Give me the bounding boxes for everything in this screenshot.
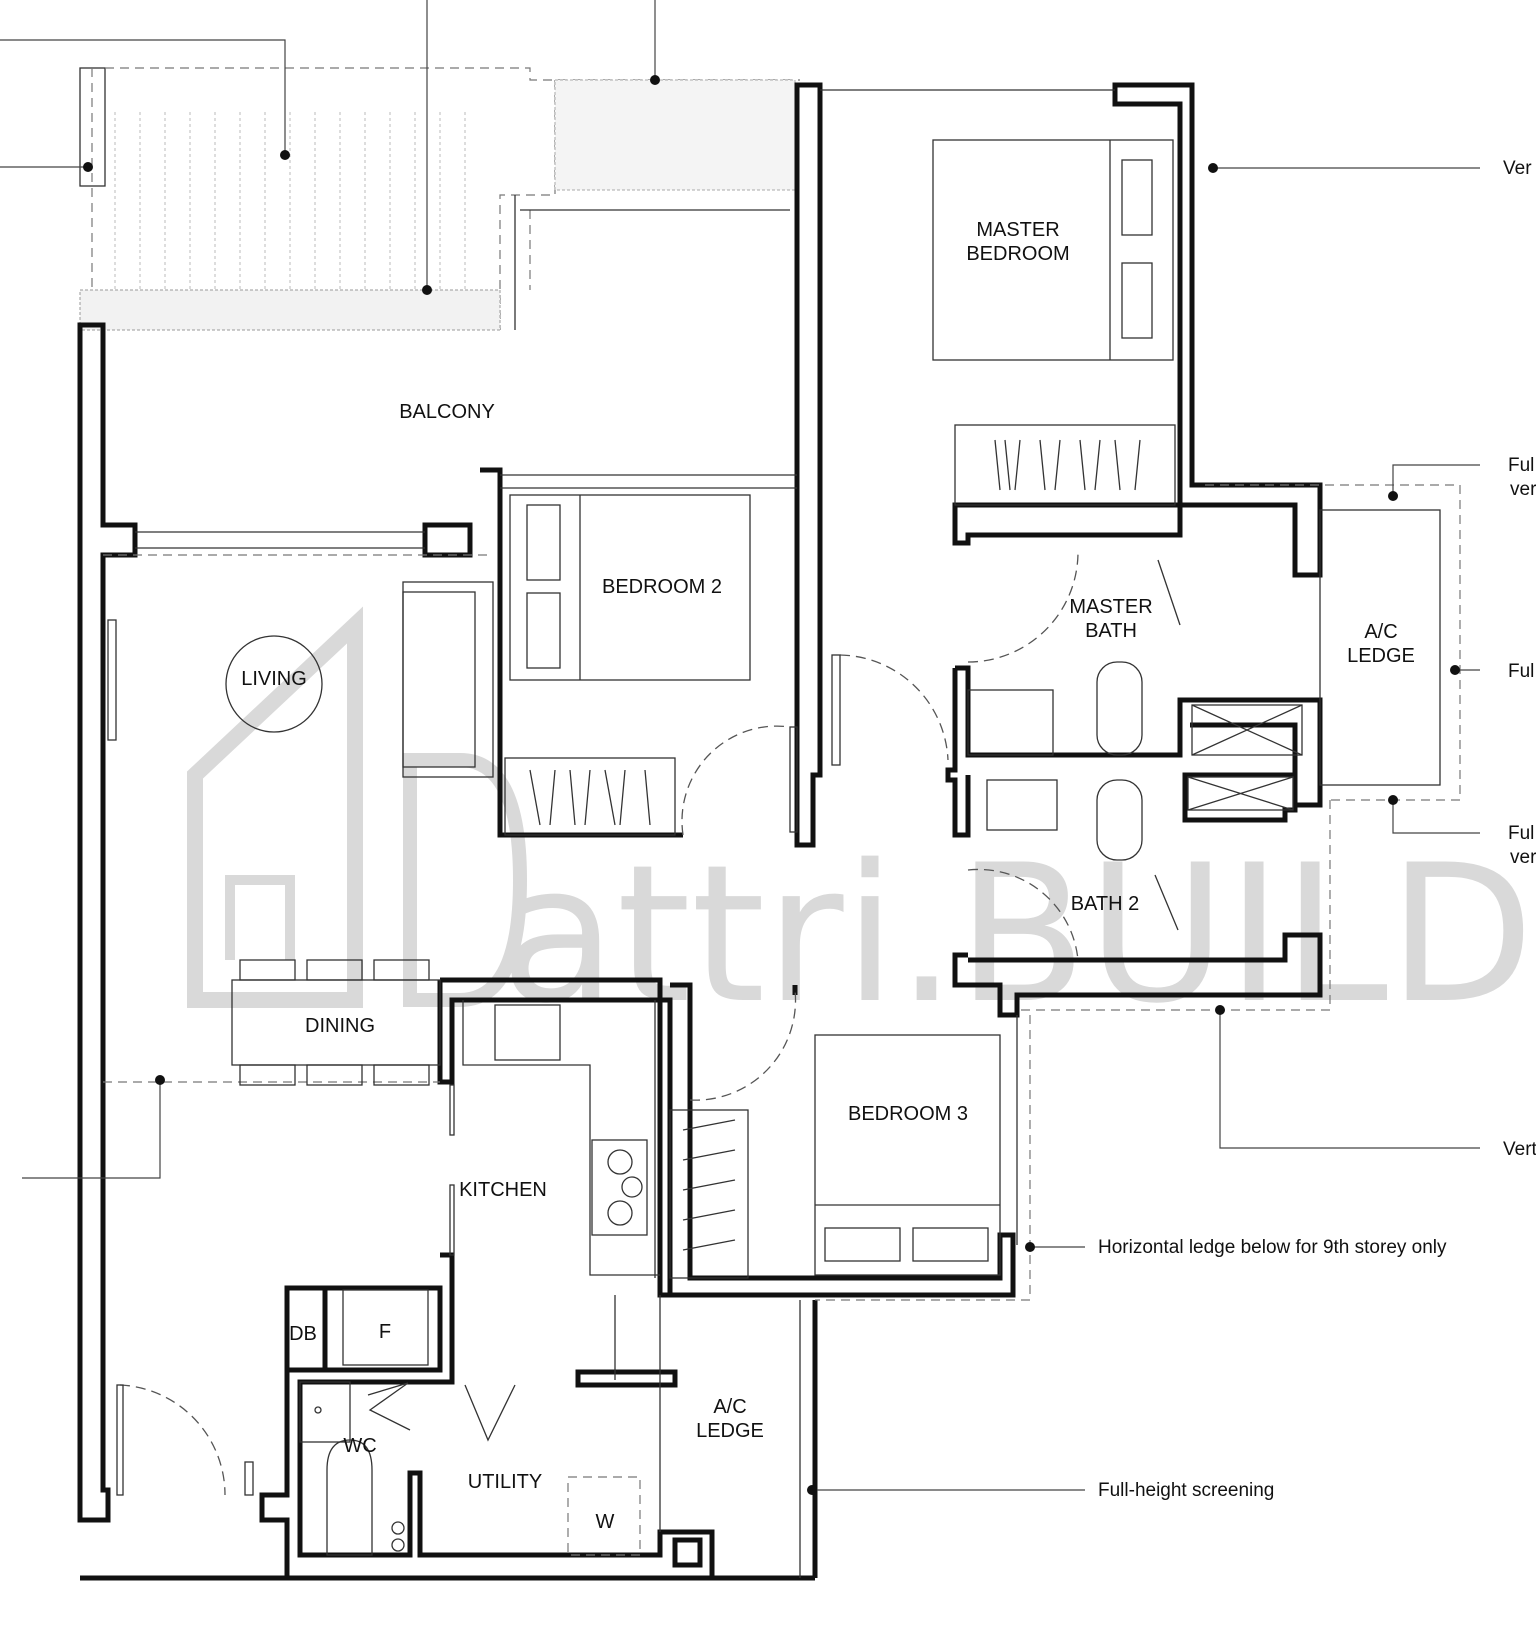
label-living: LIVING <box>241 668 307 690</box>
label-ac-ledge-bottom-1: A/C <box>713 1396 746 1418</box>
label-fridge: F <box>379 1321 391 1343</box>
watermark: attri.BUILD <box>187 606 1534 1045</box>
walls <box>77 82 1323 1581</box>
master-bath-fixtures <box>967 551 1303 811</box>
master-bed <box>932 139 1174 361</box>
label-bedroom-3: BEDROOM 3 <box>848 1103 968 1125</box>
note-vert: Vert <box>1503 1139 1536 1160</box>
bedroom3-wardrobe <box>669 1109 749 1279</box>
label-balcony: BALCONY <box>399 401 495 423</box>
label-ac-ledge-bottom-2: LEDGE <box>696 1420 764 1442</box>
label-utility: UTILITY <box>468 1471 542 1493</box>
dining-table <box>231 959 441 1086</box>
bedroom3-bed <box>814 1034 1001 1276</box>
note-ful-2: Ful <box>1508 661 1534 682</box>
label-wc: WC <box>343 1435 376 1457</box>
master-wardrobe <box>954 424 1176 506</box>
label-master-bath-1: MASTER <box>1069 596 1152 618</box>
note-full-height-screening: Full-height screening <box>1098 1480 1274 1501</box>
doors <box>116 654 949 1496</box>
bath2-fixtures <box>967 779 1179 961</box>
note-ful-1a: Ful <box>1508 455 1534 476</box>
label-db: DB <box>289 1323 317 1345</box>
label-ac-ledge-right-1: A/C <box>1364 621 1397 643</box>
label-master-bedroom-2: BEDROOM <box>966 243 1069 265</box>
bedroom2-wardrobe <box>504 757 676 836</box>
balcony-screening <box>79 67 800 331</box>
annotation-leaders <box>0 0 1480 1495</box>
ac-ledge-bottom <box>799 1015 1031 1578</box>
living-sofa <box>107 581 494 778</box>
note-ful-3b: ver <box>1510 847 1536 868</box>
label-dining: DINING <box>305 1015 375 1037</box>
label-master-bath-2: BATH <box>1085 620 1137 642</box>
label-kitchen: KITCHEN <box>459 1179 547 1201</box>
utility-fixtures <box>299 1289 641 1556</box>
note-ful-3a: Ful <box>1508 823 1534 844</box>
room-labels: BALCONY MASTER BEDROOM BEDROOM 2 LIVING … <box>241 219 1415 1533</box>
note-horizontal-ledge: Horizontal ledge below for 9th storey on… <box>1098 1237 1447 1258</box>
note-ver-top: Ver <box>1503 158 1532 179</box>
annotation-texts: Ver Ful ver Ful Ful ver Vert Horizontal … <box>1098 158 1536 1501</box>
label-ac-ledge-right-2: LEDGE <box>1347 645 1415 667</box>
note-ful-1b: ver <box>1510 479 1536 500</box>
bedroom2-bed <box>509 494 751 681</box>
label-washer: W <box>596 1511 615 1533</box>
kitchen-counter <box>449 1000 661 1532</box>
openings <box>103 89 1115 1083</box>
label-bath-2: BATH 2 <box>1071 893 1140 915</box>
label-bedroom-2: BEDROOM 2 <box>602 576 722 598</box>
label-master-bedroom-1: MASTER <box>976 219 1059 241</box>
